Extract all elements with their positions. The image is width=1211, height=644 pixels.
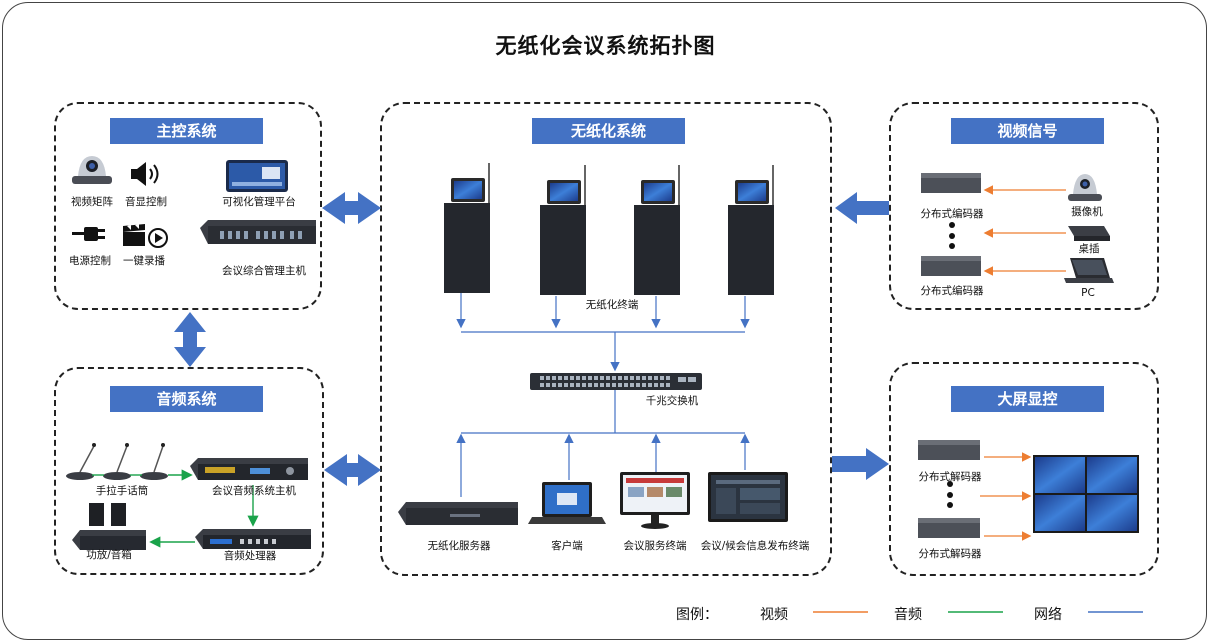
video-wall: [1033, 455, 1139, 533]
amp-speakers: [72, 503, 146, 550]
arrow-video-to-paperless: [835, 192, 889, 224]
label-desk-socket: 桌插: [1078, 243, 1100, 255]
double-arrow-main-audio: [174, 312, 206, 367]
label-microphone: 手拉手话筒: [95, 485, 149, 497]
encoder-bottom: [921, 256, 981, 276]
audio-header: 音频系统: [110, 386, 263, 412]
panel-display-control: [889, 362, 1159, 576]
desk-socket-icon: [1068, 226, 1110, 241]
legend-audio-label: 音频: [894, 607, 922, 623]
camera-icon-main: [72, 156, 112, 184]
label-camera: 摄像机: [1071, 206, 1103, 218]
paperless-terminals: [444, 163, 774, 295]
main-control-header: 主控系统: [110, 118, 263, 144]
panel-main-control: [54, 102, 322, 310]
label-decoder-bottom: 分布式解码器: [918, 548, 982, 560]
decoder-bottom: [918, 518, 980, 538]
camera-icon-video: [1068, 174, 1102, 201]
video-signal-header: 视频信号: [951, 118, 1104, 144]
diagram-title: 无纸化会议系统拓扑图: [495, 34, 716, 58]
panel-audio: [54, 367, 324, 575]
double-arrow-main-paperless: [322, 192, 381, 224]
label-pc: PC: [1081, 287, 1095, 299]
display-lines: [980, 452, 1032, 541]
label-paperless-server: 无纸化服务器: [427, 540, 491, 552]
visual-platform-tablet: [226, 160, 288, 192]
label-management-host: 会议综合管理主机: [222, 265, 306, 277]
decoder-top: [918, 440, 980, 460]
label-service-terminal: 会议服务终端: [623, 540, 687, 552]
record-icon: [123, 224, 168, 248]
label-info-terminal: 会议/候会信息发布终端: [700, 540, 810, 552]
audio-lines: [92, 469, 259, 548]
label-decoder-top: 分布式解码器: [918, 471, 982, 483]
paperless-header: 无纸化系统: [532, 118, 685, 144]
power-plug-icon: [72, 227, 105, 241]
ellipsis-dots-video: [949, 222, 955, 249]
arrow-paperless-to-display: [832, 448, 889, 480]
label-encoder-top: 分布式编码器: [920, 208, 984, 220]
client-laptop: [528, 482, 606, 524]
encoder-top: [921, 173, 981, 193]
double-arrow-audio-paperless: [324, 454, 381, 486]
panel-video-signal: [889, 102, 1159, 310]
legend-title: 图例：: [676, 607, 718, 623]
legend-video-label: 视频: [760, 607, 788, 623]
ellipsis-dots-display: [947, 481, 953, 508]
label-visual-platform: 可视化管理平台: [222, 196, 296, 208]
audio-processor-rack: [195, 529, 311, 549]
legend-network-label: 网络: [1034, 607, 1062, 623]
label-power-control: 电源控制: [69, 255, 111, 267]
panel-paperless: [380, 102, 832, 576]
label-one-click-record: 一键录播: [123, 255, 165, 267]
label-video-matrix: 视频矩阵: [71, 196, 113, 208]
pc-laptop-icon: [1064, 258, 1114, 283]
paperless-server: [398, 502, 518, 525]
management-host-rack: [200, 220, 316, 244]
label-volume-control: 音显控制: [125, 196, 167, 208]
label-encoder-bottom: 分布式编码器: [920, 285, 984, 297]
microphones: [66, 443, 168, 480]
label-paperless-terminal: 无纸化终端: [585, 299, 639, 311]
info-terminal-display: [708, 472, 788, 522]
video-lines: [983, 185, 1066, 276]
label-amp-speaker: 功放/音箱: [86, 549, 132, 561]
network-lines-bottom: [456, 390, 750, 497]
gigabit-switch: [530, 373, 702, 390]
audio-host-rack: [190, 458, 308, 480]
network-lines-top: [456, 293, 750, 372]
speaker-volume-icon: [131, 162, 159, 186]
label-audio-host: 会议音频系统主机: [212, 485, 296, 497]
label-audio-processor: 音频处理器: [223, 550, 277, 562]
label-client: 客户端: [551, 540, 583, 552]
service-terminal-monitor: [620, 472, 690, 529]
label-gigabit-switch: 千兆交换机: [645, 395, 699, 407]
display-control-header: 大屏显控: [951, 386, 1104, 412]
